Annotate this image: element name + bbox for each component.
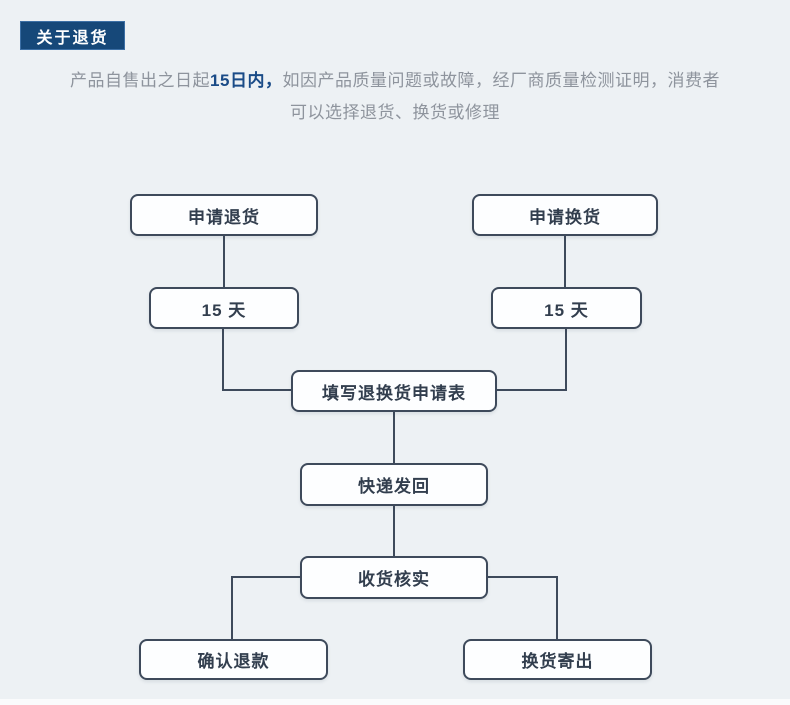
intro-line1-suffix: 如因产品质量问题或故障，经厂商质量检测证明，消费者 xyxy=(282,71,720,90)
intro-text: 产品自售出之日起15日内，如因产品质量问题或故障，经厂商质量检测证明，消费者可以… xyxy=(0,65,790,129)
page-bottom-edge xyxy=(0,699,790,705)
flow-node-label: 15 天 xyxy=(201,300,247,320)
intro-line1-prefix: 产品自售出之日起 xyxy=(70,71,211,90)
flow-node-label: 填写退换货申请表 xyxy=(322,383,466,403)
connector-verify-to-ship-h xyxy=(488,576,558,578)
flow-node-receive-verify: 收货核实 xyxy=(300,556,488,599)
connector-apply-return-to-days xyxy=(223,236,225,287)
flow-node-days-return: 15 天 xyxy=(149,287,299,329)
flow-node-label: 15 天 xyxy=(544,300,589,320)
connector-days-return-down xyxy=(222,329,224,391)
flow-node-label: 收货核实 xyxy=(358,570,430,589)
intro-line2: 可以选择退货、换货或修理 xyxy=(290,103,500,122)
connector-days-return-to-form xyxy=(222,389,291,391)
flow-node-label: 换货寄出 xyxy=(521,652,594,671)
connector-verify-to-refund-h xyxy=(232,576,300,578)
flow-node-label: 确认退款 xyxy=(197,652,270,671)
connector-form-to-express xyxy=(393,412,395,463)
flow-node-express-back: 快递发回 xyxy=(300,463,488,506)
connector-verify-to-refund-v xyxy=(231,576,233,639)
flow-node-apply-return: 申请退货 xyxy=(130,194,318,236)
flow-node-confirm-refund: 确认退款 xyxy=(139,639,328,680)
flow-node-days-exchange: 15 天 xyxy=(491,287,642,329)
flow-node-label: 申请换货 xyxy=(529,207,601,227)
flow-node-label: 申请退货 xyxy=(188,207,260,227)
connector-verify-to-ship-v xyxy=(556,576,558,639)
intro-highlight-15days: 15日内， xyxy=(210,71,283,90)
connector-apply-exchange-to-days xyxy=(564,236,566,287)
flow-node-fill-form: 填写退换货申请表 xyxy=(291,370,497,412)
connector-express-to-verify xyxy=(393,506,395,556)
flow-node-label: 快递发回 xyxy=(358,477,430,496)
flow-node-exchange-ship: 换货寄出 xyxy=(463,639,652,680)
flow-node-apply-exchange: 申请换货 xyxy=(472,194,658,236)
section-title-badge: 关于退货 xyxy=(20,21,125,50)
connector-days-exchange-to-form xyxy=(497,389,567,391)
connector-days-exchange-down xyxy=(565,329,567,391)
